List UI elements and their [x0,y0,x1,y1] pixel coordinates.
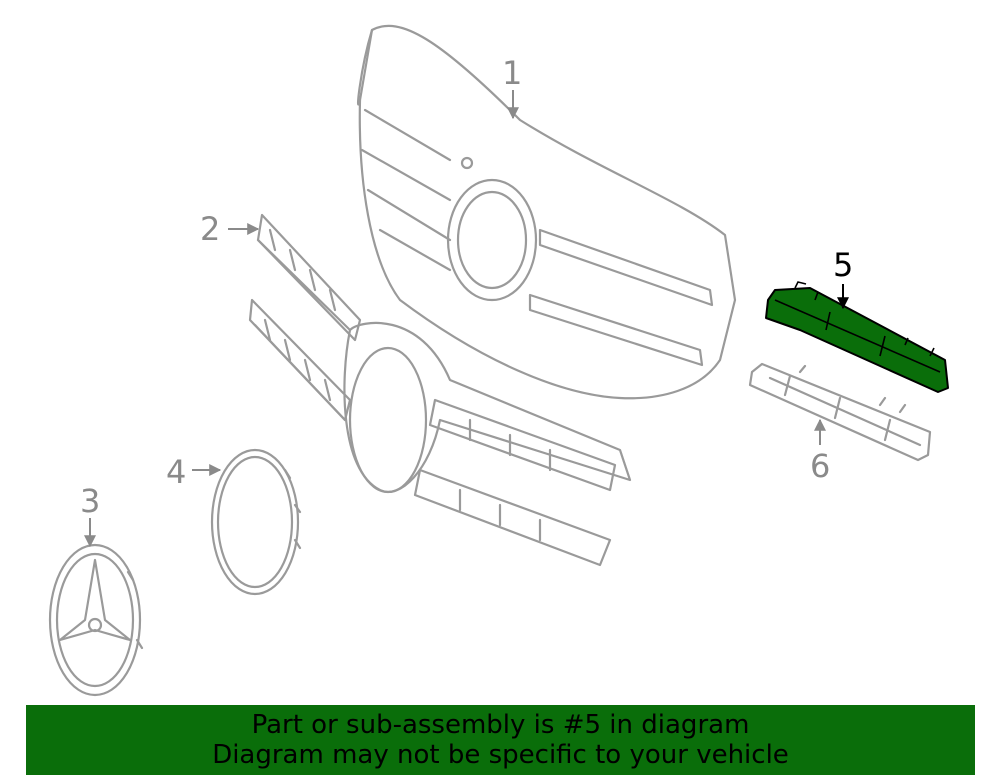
part-1-grille [356,24,737,400]
part-5-highlighted [765,281,949,393]
part-2-lower-grille [248,213,632,567]
part-3-star-emblem [48,543,144,697]
info-banner: Part or sub-assembly is #5 in diagram Di… [26,705,975,775]
callout-5[interactable]: 5 [833,246,853,284]
callout-4[interactable]: 4 [166,453,186,491]
callout-3[interactable]: 3 [80,482,100,520]
part-4-emblem-ring [210,448,302,596]
part-6-bracket [748,362,932,462]
banner-line-1: Part or sub-assembly is #5 in diagram [251,710,750,740]
callout-6[interactable]: 6 [810,447,830,485]
callout-2[interactable]: 2 [200,210,220,248]
banner-line-2: Diagram may not be specific to your vehi… [212,740,789,770]
callout-1[interactable]: 1 [502,54,522,92]
